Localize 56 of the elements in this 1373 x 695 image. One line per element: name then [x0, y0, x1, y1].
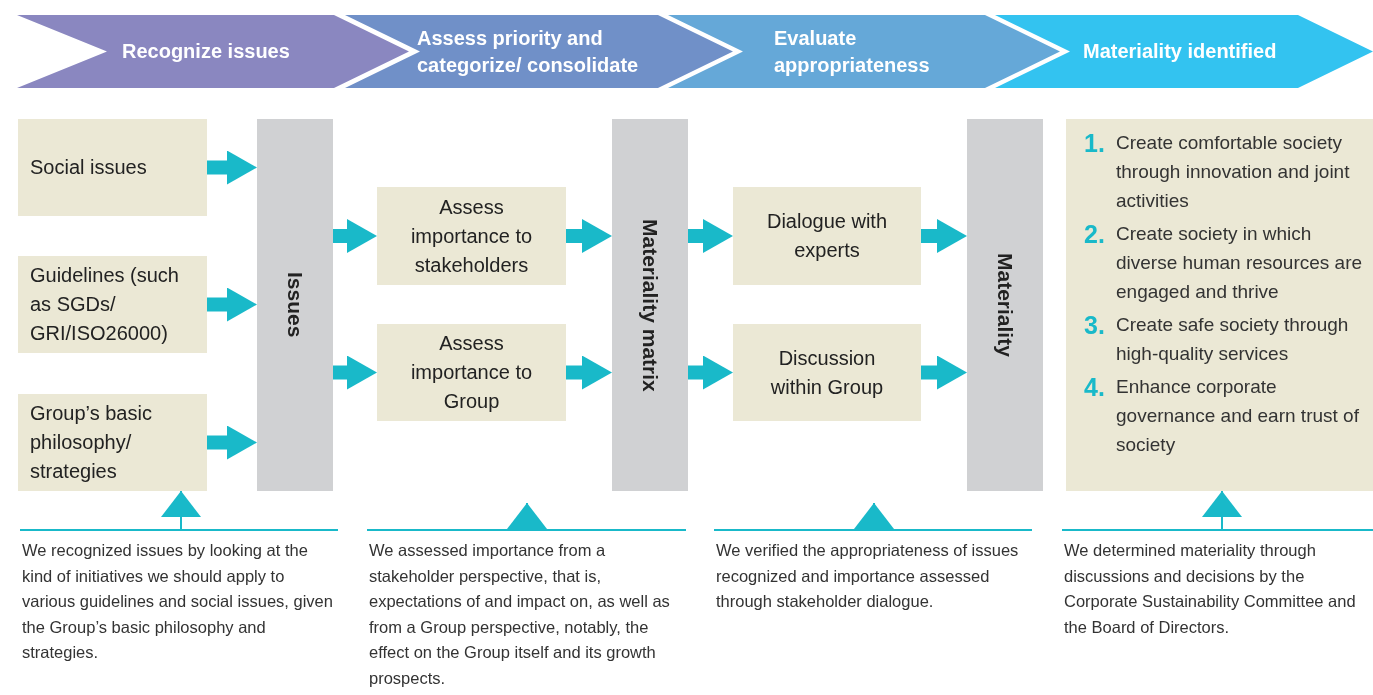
- box-text: Social issues: [30, 155, 147, 180]
- item-number: 2.: [1084, 219, 1106, 249]
- process-box: [377, 187, 566, 285]
- materiality-item: Create comfortable society through innovation and joint activities: [1116, 131, 1351, 213]
- description-text: We assessed importance from a stakeholder perspective, that is, expectations of and impact on, as well as from a Group perspective, notably, the effect on the Group itself and its growth prospects.: [368, 540, 671, 689]
- step-title: Recognize issues: [122, 39, 290, 64]
- item-number: 1.: [1084, 128, 1106, 158]
- step-banner: [995, 15, 1373, 88]
- box-text: Assess importance to stakeholders: [409, 194, 534, 278]
- block-arrow: [688, 219, 733, 253]
- box-text: Group’s basic philosophy/ strategies: [30, 401, 153, 484]
- step-title: Assess priority and categorize/ consolidate: [417, 25, 640, 78]
- description-text: We determined materiality through discussions and decisions by the Corporate Sustainability Committee and the Board of Directors.: [1063, 540, 1357, 638]
- materiality-list-box: [1066, 119, 1373, 491]
- pointer-arrow: [161, 490, 201, 532]
- process-box: [733, 324, 921, 421]
- block-arrow: [921, 355, 967, 390]
- stage-label: Materiality: [992, 253, 1018, 357]
- process-box: [733, 187, 921, 285]
- pointer-arrow: [1202, 490, 1242, 532]
- box-text: Guidelines (such as SGDs/ GRI/ISO26000): [30, 263, 180, 346]
- materiality-item: Create society in which diverse human resources are engaged and thrive: [1116, 222, 1364, 304]
- item-number: 3.: [1084, 310, 1106, 340]
- description-text: We recognized issues by looking at the kind of initiatives we should apply to various guidelines and social issues, given the Group’s basic philosophy and strategies.: [21, 540, 334, 663]
- stage-bar: [612, 119, 688, 491]
- block-arrow: [566, 355, 612, 390]
- block-arrow: [207, 287, 257, 322]
- process-box: [377, 324, 566, 421]
- stage-label: Issues: [282, 272, 308, 338]
- materiality-item: Create safe society through high-quality services: [1116, 313, 1350, 366]
- description-text: We verified the appropriateness of issues recognized and importance assessed through stakeholder dialogue.: [715, 540, 1020, 612]
- process-box: [18, 119, 207, 216]
- step-banner: [668, 15, 1060, 88]
- pointer-arrow: [854, 502, 894, 532]
- block-arrow: [207, 150, 257, 185]
- item-number: 4.: [1084, 372, 1106, 402]
- stage-bar: [967, 119, 1043, 491]
- process-box: [18, 256, 207, 353]
- block-arrow: [921, 219, 967, 253]
- step-banner: [345, 15, 733, 88]
- stage-bar: [257, 119, 333, 491]
- block-arrow: [207, 425, 257, 460]
- pointer-arrow: [507, 502, 547, 532]
- box-text: Assess importance to Group: [409, 331, 534, 414]
- block-arrow: [566, 219, 612, 253]
- step-banner: [17, 15, 409, 88]
- block-arrow: [333, 355, 377, 390]
- step-title: Materiality identified: [1083, 39, 1277, 64]
- block-arrow: [333, 219, 377, 253]
- process-box: [18, 394, 207, 491]
- stage-label: Materiality matrix: [637, 218, 663, 392]
- box-text: Discussion within Group: [769, 345, 885, 400]
- box-text: Dialogue with experts: [765, 209, 889, 263]
- materiality-item: Enhance corporate governance and earn trust of society: [1116, 375, 1360, 457]
- step-title: Evaluate appropriateness: [774, 25, 931, 78]
- block-arrow: [688, 355, 733, 390]
